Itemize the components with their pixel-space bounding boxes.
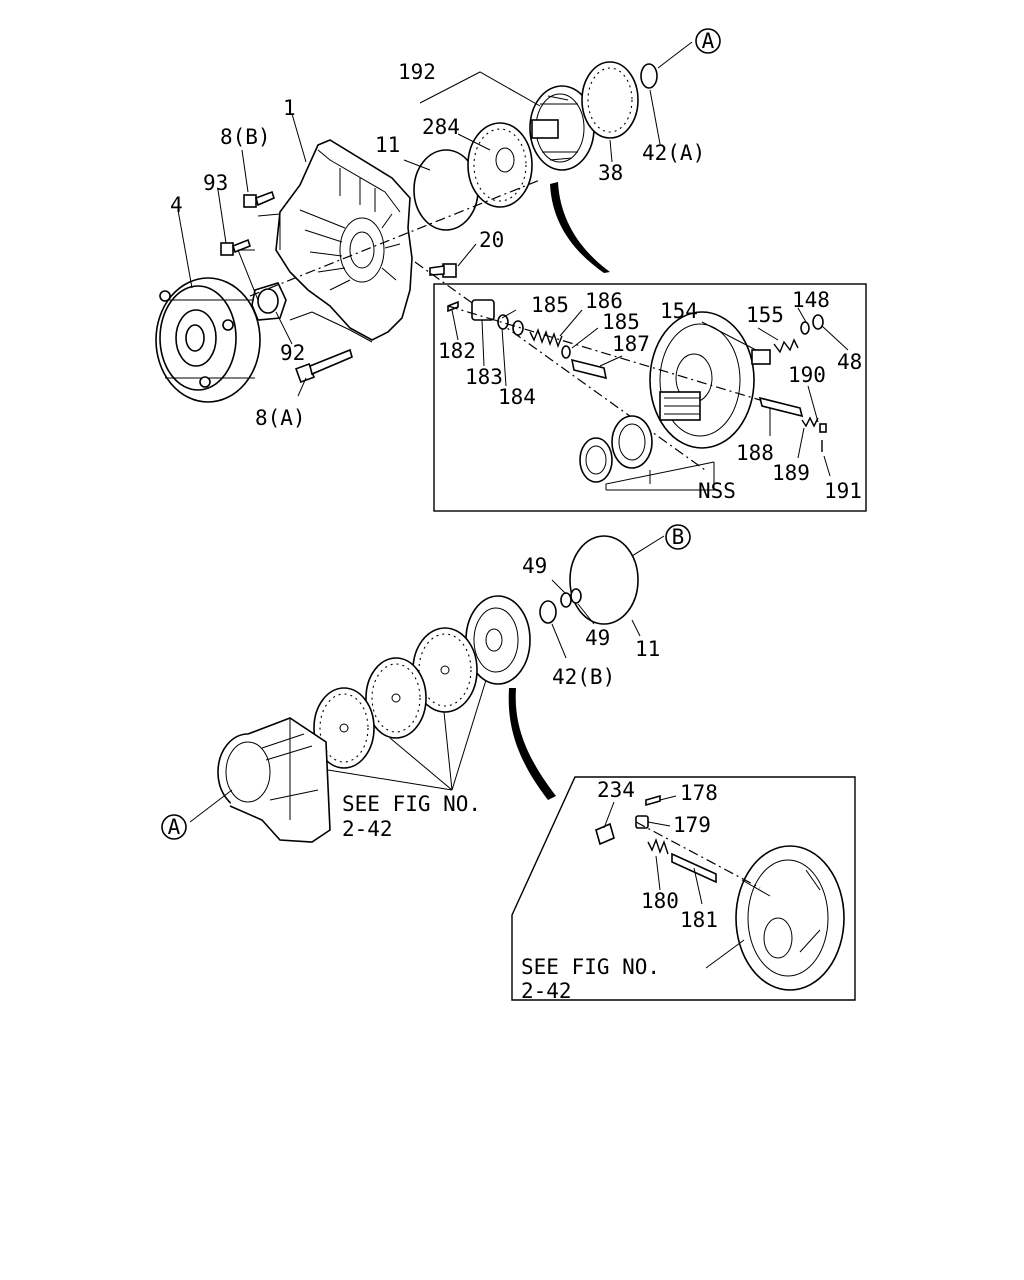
part-label: 38	[598, 161, 623, 185]
part-label: 155	[746, 303, 784, 327]
washer-42b	[539, 600, 557, 624]
see-fig-leaders	[327, 679, 487, 791]
part-label: 11	[635, 637, 660, 661]
part-label: 148	[792, 288, 830, 312]
clutch-disc-2	[365, 657, 427, 739]
bolt-93	[220, 238, 251, 256]
part-label: 20	[479, 228, 504, 252]
part-label: 182	[438, 339, 476, 363]
part-label: 191	[824, 479, 862, 503]
part-label: 11	[375, 133, 400, 157]
part-label: 92	[280, 341, 305, 365]
part-label: 93	[203, 171, 228, 195]
converter-housing	[275, 139, 413, 341]
part-label: 48	[837, 350, 862, 374]
inset-pump-parts	[447, 299, 827, 483]
marker-b-label: B	[672, 525, 685, 549]
see-fig-line2: 2-42	[342, 817, 393, 841]
part-label: 192	[398, 60, 436, 84]
washer-42a	[640, 63, 658, 89]
transmission-case	[217, 717, 331, 843]
label-leaders	[177, 41, 849, 969]
see-fig-reference-1: SEE FIG NO. 2-42	[342, 792, 481, 841]
inset-pointer-bottom	[508, 688, 556, 800]
part-label: 188	[736, 441, 774, 465]
centerline-upper	[249, 179, 541, 297]
marker-a-bottom: A	[161, 814, 187, 840]
bolt-8b	[243, 190, 275, 208]
part-label: 1	[283, 96, 296, 120]
part-label: 187	[612, 332, 650, 356]
part-label: 49	[585, 626, 610, 650]
part-label: 284	[422, 115, 460, 139]
inset-pointer-top	[550, 182, 610, 273]
oil-seal-92	[251, 282, 287, 321]
marker-b: B	[665, 524, 691, 550]
see-fig-line2: 2-42	[521, 979, 572, 1003]
part-label: 185	[531, 293, 569, 317]
part-label: 179	[673, 813, 711, 837]
part-label: 184	[498, 385, 536, 409]
part-label: 234	[597, 778, 635, 802]
part-label: 186	[585, 289, 623, 313]
clutch-disc-3	[313, 687, 375, 769]
marker-a-bottom-label: A	[168, 815, 181, 839]
part-label: 180	[641, 889, 679, 913]
marker-a-top: A	[695, 28, 721, 54]
o-ring-49-b	[570, 588, 582, 604]
inset-valve-detail-frame	[511, 776, 856, 1001]
torque-converter	[155, 277, 261, 403]
gasket-38	[581, 61, 639, 139]
part-label: 8(B)	[220, 125, 271, 149]
part-label: 4	[170, 193, 183, 217]
part-label: NSS	[698, 479, 736, 503]
part-label: 189	[772, 461, 810, 485]
o-ring-49-a	[560, 592, 572, 608]
part-label: 185	[602, 310, 640, 334]
see-fig-reference-2: SEE FIG NO. 2-42	[521, 955, 660, 1003]
part-label: 183	[465, 365, 503, 389]
marker-a-top-label: A	[702, 29, 715, 53]
part-label: 190	[788, 363, 826, 387]
part-label: 178	[680, 781, 718, 805]
o-ring-11-lower	[569, 535, 639, 625]
part-label: 8(A)	[255, 406, 306, 430]
part-label: 154	[660, 299, 698, 323]
inset-valve-parts	[595, 794, 845, 991]
part-label: 181	[680, 908, 718, 932]
part-labels: 192 284 1 11 8(B) 93 4 20 92 8(A) 38 42(…	[170, 60, 862, 932]
see-fig-line1: SEE FIG NO.	[342, 792, 481, 816]
bolt-20	[429, 263, 457, 278]
inset-pump-detail-frame	[433, 283, 867, 512]
part-label: 49	[522, 554, 547, 578]
part-label: 42(B)	[552, 665, 615, 689]
part-label: 42(A)	[642, 141, 705, 165]
see-fig-line1: SEE FIG NO.	[521, 955, 660, 979]
bolt-8a	[295, 348, 353, 383]
gasket-284	[467, 122, 533, 208]
